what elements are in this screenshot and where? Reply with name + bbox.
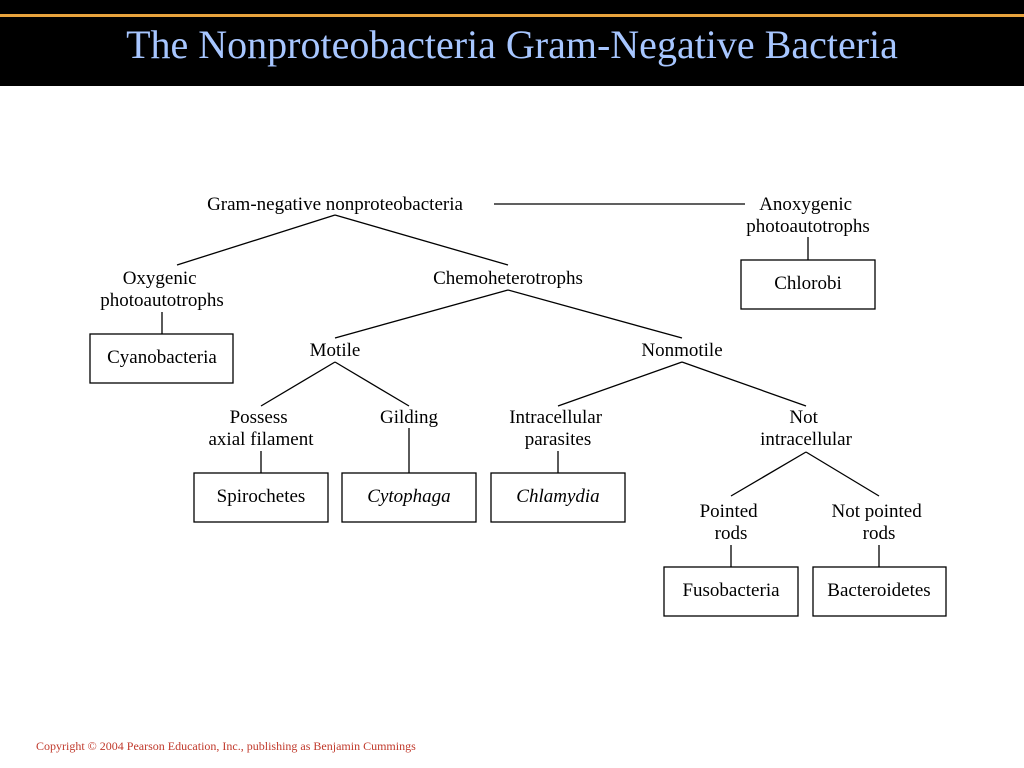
- diagram-edges: [161, 203, 880, 567]
- box-fusobacteria-label: Fusobacteria: [682, 580, 780, 601]
- edge-root-chemoheterotrophs: [334, 214, 509, 266]
- box-fusobacteria: Fusobacteria: [663, 566, 799, 617]
- edge-notintra-notpointed: [805, 451, 880, 497]
- edge-nonmotile-not-intracellular: [681, 361, 807, 407]
- box-bacteroidetes-label: Bacteroidetes: [827, 580, 930, 601]
- box-spirochetes-frame: [193, 472, 329, 523]
- node-motile: Motile: [310, 340, 361, 361]
- node-anoxygenic: Anoxygenic photoautotrophs: [746, 194, 870, 237]
- box-chlorobi-frame: [740, 259, 876, 310]
- box-spirochetes: Spirochetes: [193, 472, 329, 523]
- header-accent-rule: [0, 14, 1024, 17]
- node-nonmotile: Nonmotile: [641, 340, 722, 361]
- node-root: Gram-negative nonproteobacteria: [207, 194, 463, 215]
- title-bar: The Nonproteobacteria Gram-Negative Bact…: [0, 0, 1024, 86]
- node-axial-filament: Possess axial filament: [209, 407, 315, 450]
- edge-notintra-pointed: [730, 451, 807, 497]
- box-cytophaga-frame: [341, 472, 477, 523]
- box-fusobacteria-frame: [663, 566, 799, 617]
- edge-motile-axial: [260, 361, 336, 407]
- box-chlorobi: Chlorobi: [740, 259, 876, 310]
- edge-chemo-nonmotile: [507, 289, 683, 339]
- edge-motile-gliding: [334, 361, 410, 407]
- box-cytophaga: Cytophaga: [341, 472, 477, 523]
- node-not-intracellular: Not intracellular: [760, 407, 852, 450]
- edge-root-oxygenic: [176, 214, 336, 266]
- box-chlamydia: Chlamydia: [490, 472, 626, 523]
- node-gliding: Gilding: [380, 407, 439, 428]
- node-pointed-rods: Pointed rods: [700, 501, 763, 544]
- box-bacteroidetes-frame: [812, 566, 947, 617]
- edge-nonmotile-intracellular: [557, 361, 683, 407]
- box-cyanobacteria-label: Cyanobacteria: [107, 347, 217, 368]
- box-cyanobacteria: Cyanobacteria: [89, 333, 234, 384]
- box-bacteroidetes: Bacteroidetes: [812, 566, 947, 617]
- node-intracellular-parasites: Intracellular parasites: [509, 407, 607, 450]
- box-spirochetes-label: Spirochetes: [217, 486, 306, 507]
- slide-title: The Nonproteobacteria Gram-Negative Bact…: [126, 22, 898, 67]
- diagram-category-labels: Gram-negative nonproteobacteria Anoxygen…: [100, 194, 927, 544]
- box-chlorobi-label: Chlorobi: [774, 273, 842, 294]
- box-cyanobacteria-frame: [89, 333, 234, 384]
- box-chlamydia-frame: [490, 472, 626, 523]
- edge-chemo-motile: [334, 289, 509, 339]
- box-chlamydia-label: Chlamydia: [516, 486, 599, 507]
- node-not-pointed-rods: Not pointed rods: [832, 501, 927, 544]
- diagram-group-boxes: Chlorobi Cyanobacteria Spirochetes Cytop…: [89, 259, 947, 617]
- node-oxygenic: Oxygenic photoautotrophs: [100, 268, 224, 311]
- node-chemoheterotrophs: Chemoheterotrophs: [433, 268, 583, 289]
- box-cytophaga-label: Cytophaga: [367, 486, 450, 507]
- copyright-notice: Copyright © 2004 Pearson Education, Inc.…: [36, 739, 416, 753]
